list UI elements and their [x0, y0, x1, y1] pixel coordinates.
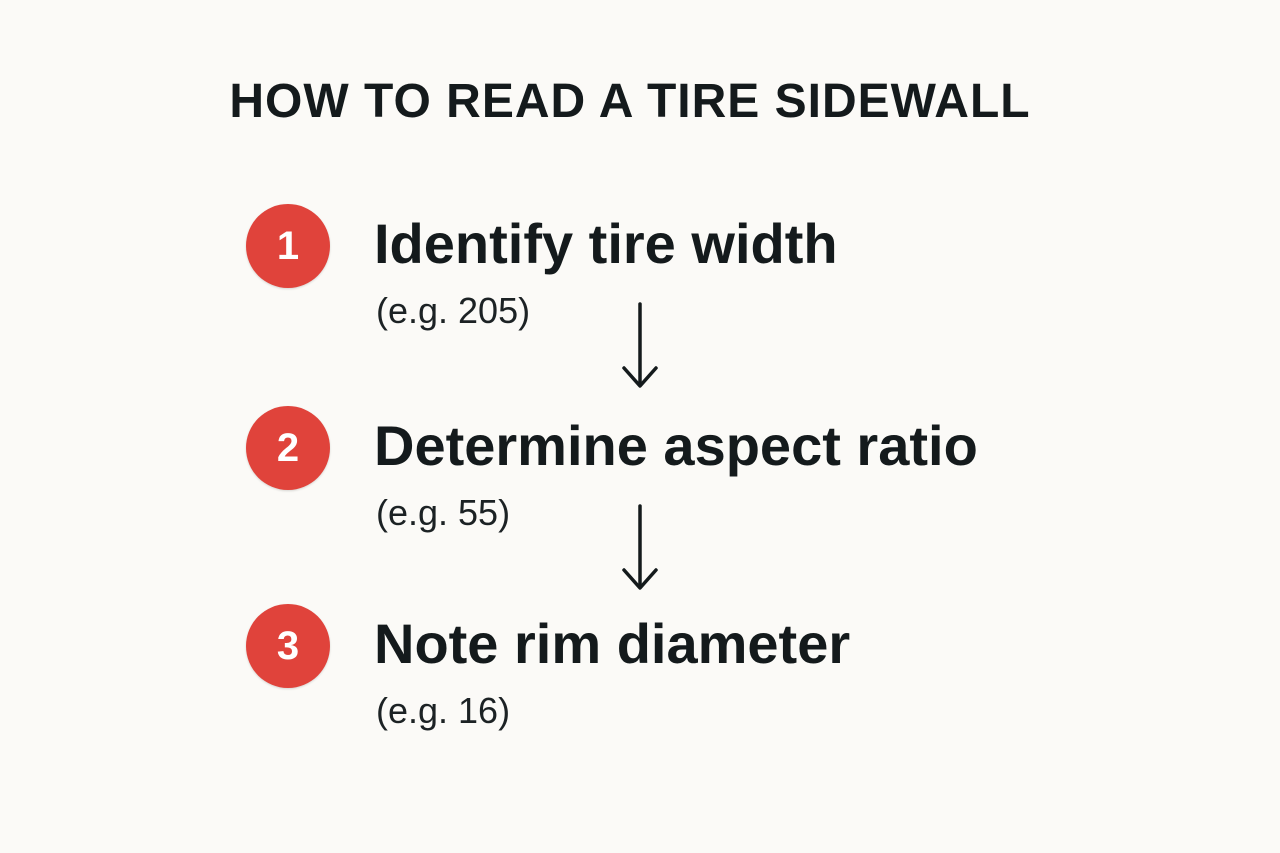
step-number-badge: 2: [246, 406, 330, 490]
step-example: (e.g. 205): [376, 290, 531, 331]
step-number-badge: 3: [246, 604, 330, 688]
step-number-badge: 1: [246, 204, 330, 288]
step-1: 1 Identify tire width (e.g. 205): [246, 204, 1146, 344]
step-title: Identify tire width: [374, 212, 838, 275]
page-title: HOW TO READ A TIRE SIDEWALL: [229, 75, 1031, 128]
down-arrow-icon: [622, 504, 658, 590]
step-example: (e.g. 55): [376, 492, 511, 533]
step-title: Determine aspect ratio: [374, 414, 978, 477]
step-3: 3 Note rim diameter (e.g. 16): [246, 604, 1146, 744]
step-title: Note rim diameter: [374, 612, 851, 675]
step-example: (e.g. 16): [376, 690, 511, 731]
down-arrow-icon: [622, 302, 658, 388]
step-2: 2 Determine aspect ratio (e.g. 55): [246, 406, 1146, 546]
